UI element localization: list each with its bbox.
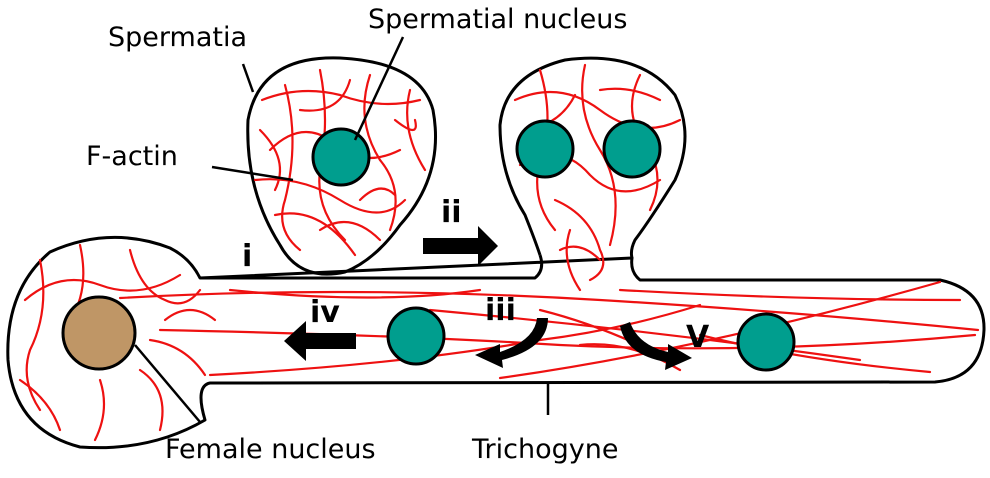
step-ii: ii [441, 195, 462, 230]
spermatial-nucleus-migrating-1 [386, 306, 446, 366]
spermatial-nucleus-fused-2 [602, 119, 662, 179]
cell-outlines [6, 56, 986, 450]
label-spermatial-nucleus: Spermatial nucleus [368, 4, 627, 35]
leader-spermatia [241, 63, 255, 93]
arrow-v [620, 322, 692, 370]
spermatial-nucleus-migrating-2 [736, 312, 796, 372]
spermatial-nucleus-fused-1 [515, 119, 575, 179]
spermatium-outline [246, 56, 437, 276]
step-i: i [242, 239, 252, 274]
arrow-iii [475, 318, 548, 368]
label-spermatia: Spermatia [108, 22, 247, 53]
arrows [284, 226, 692, 370]
arrow-iv [284, 321, 356, 361]
leader-lines [134, 36, 550, 423]
label-f-actin: F-actin [86, 141, 178, 172]
nuclei [61, 119, 796, 372]
female-nucleus [61, 295, 137, 371]
leader-female-nucleus [134, 344, 201, 423]
step-iii: iii [485, 293, 516, 328]
leader-f-actin [211, 165, 294, 182]
leader-spermatial-nucleus [353, 36, 405, 141]
fused-spermatium-outline [498, 56, 687, 259]
arrow-ii [423, 226, 498, 266]
step-v: V [686, 320, 710, 355]
trichogyne-outline [6, 236, 986, 450]
spermatial-nucleus [311, 127, 371, 187]
labels: Spermatia Spermatial nucleus F-actin Fem… [86, 4, 710, 465]
label-female-nucleus: Female nucleus [165, 434, 376, 465]
step-iv: iv [310, 295, 340, 330]
label-trichogyne: Trichogyne [471, 434, 618, 465]
